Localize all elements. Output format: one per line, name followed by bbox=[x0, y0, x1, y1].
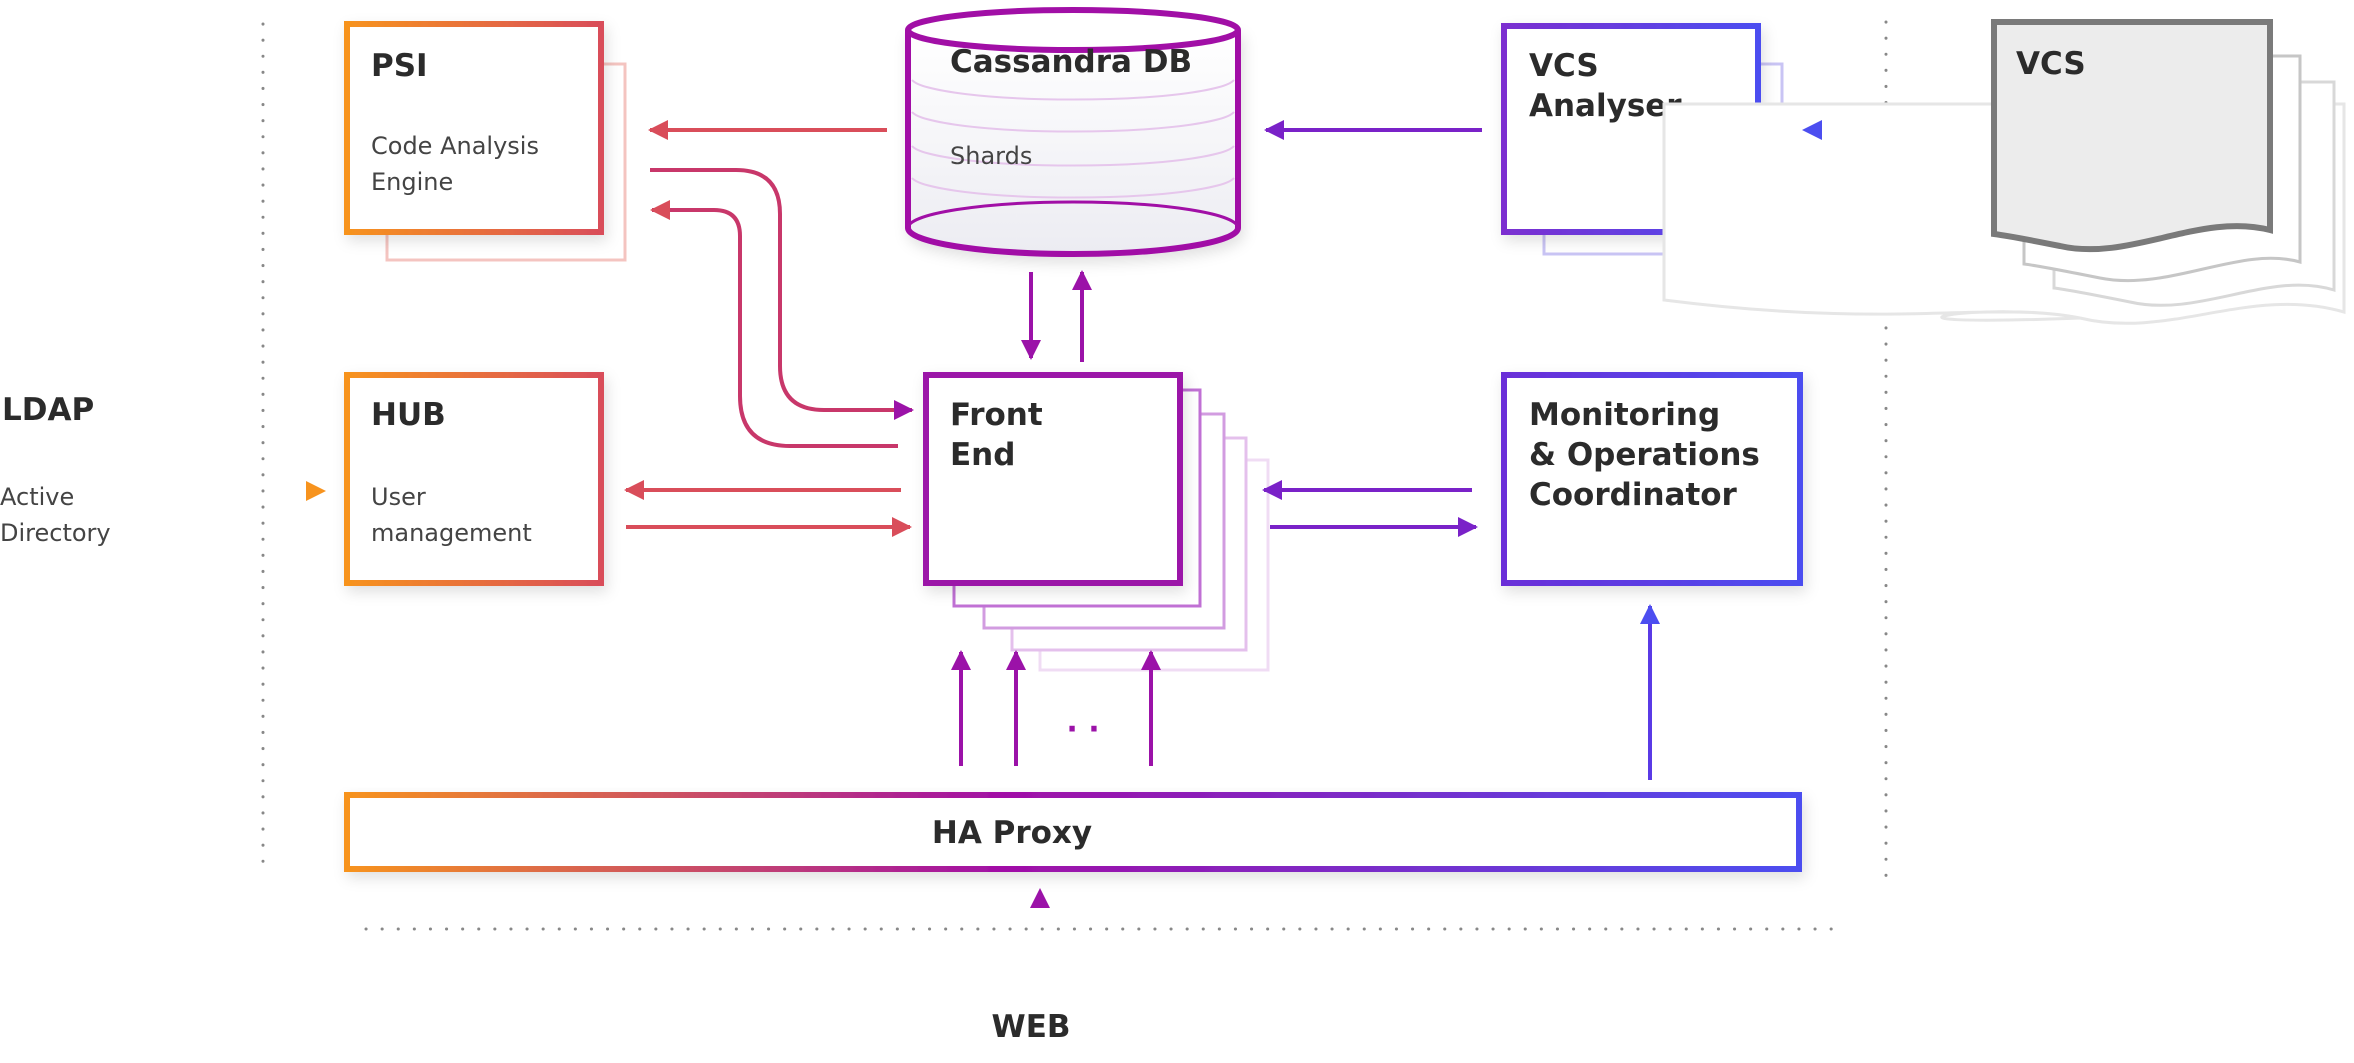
arrow-front-end-to-psi bbox=[650, 200, 898, 448]
vcs-analyser-title-1: VCS bbox=[1529, 48, 1599, 84]
front-end-title-1: Front bbox=[950, 397, 1043, 433]
cassandra-node: Cassandra DB Shards bbox=[905, 7, 1241, 257]
hub-subtitle-1: User bbox=[371, 483, 426, 511]
front-end-title-2: End bbox=[950, 437, 1015, 473]
front-end-instances-ellipsis: · · bbox=[1066, 712, 1099, 747]
arrow-psi-to-front-end bbox=[650, 168, 914, 420]
cassandra-shard-lines bbox=[911, 79, 1235, 199]
ha-proxy-title: HA Proxy bbox=[932, 815, 1092, 851]
psi-subtitle-2: Engine bbox=[371, 168, 453, 196]
ldap-subtitle-1: Active bbox=[0, 483, 74, 511]
monitoring-title-2: & Operations bbox=[1529, 437, 1760, 473]
cassandra-top-ellipse bbox=[905, 7, 1241, 53]
ha-proxy-box bbox=[344, 792, 1802, 872]
psi-title: PSI bbox=[371, 48, 428, 84]
cassandra-bottom-rim bbox=[906, 200, 1240, 229]
hub-box bbox=[344, 372, 604, 586]
web-title: WEB bbox=[992, 1009, 1071, 1045]
ldap-title: LDAP bbox=[2, 392, 94, 428]
front-end-box bbox=[923, 372, 1183, 586]
psi-subtitle-1: Code Analysis bbox=[371, 132, 539, 160]
psi-box bbox=[344, 21, 604, 235]
vcs-page-1 bbox=[1991, 19, 2273, 253]
hub-subtitle-2: management bbox=[371, 519, 532, 547]
cassandra-title: Cassandra DB bbox=[950, 44, 1192, 80]
psi-node: PSI Code Analysis Engine bbox=[344, 21, 627, 262]
vcs-analyser-title-2: Analyser bbox=[1529, 88, 1682, 124]
ha-proxy-node: HA Proxy bbox=[344, 792, 1802, 872]
cassandra-subtitle: Shards bbox=[950, 142, 1032, 170]
monitoring-title-1: Monitoring bbox=[1529, 397, 1720, 433]
cassandra-cylinder-body bbox=[905, 30, 1241, 257]
hub-title: HUB bbox=[371, 397, 446, 433]
front-end-node: Front End bbox=[923, 372, 1270, 672]
hub-node: HUB User management bbox=[344, 372, 604, 586]
monitoring-box bbox=[1501, 372, 1803, 586]
web-external: WEB bbox=[992, 1009, 1071, 1045]
vcs-title: VCS bbox=[2016, 46, 2086, 82]
monitoring-node: Monitoring & Operations Coordinator bbox=[1501, 372, 1803, 586]
ldap-subtitle-2: Directory bbox=[0, 519, 111, 547]
ldap-external: LDAP Active Directory bbox=[0, 392, 111, 547]
vcs-node: VCS bbox=[1662, 19, 2346, 325]
connector-arrows bbox=[176, 120, 1974, 978]
monitoring-title-3: Coordinator bbox=[1529, 477, 1738, 513]
